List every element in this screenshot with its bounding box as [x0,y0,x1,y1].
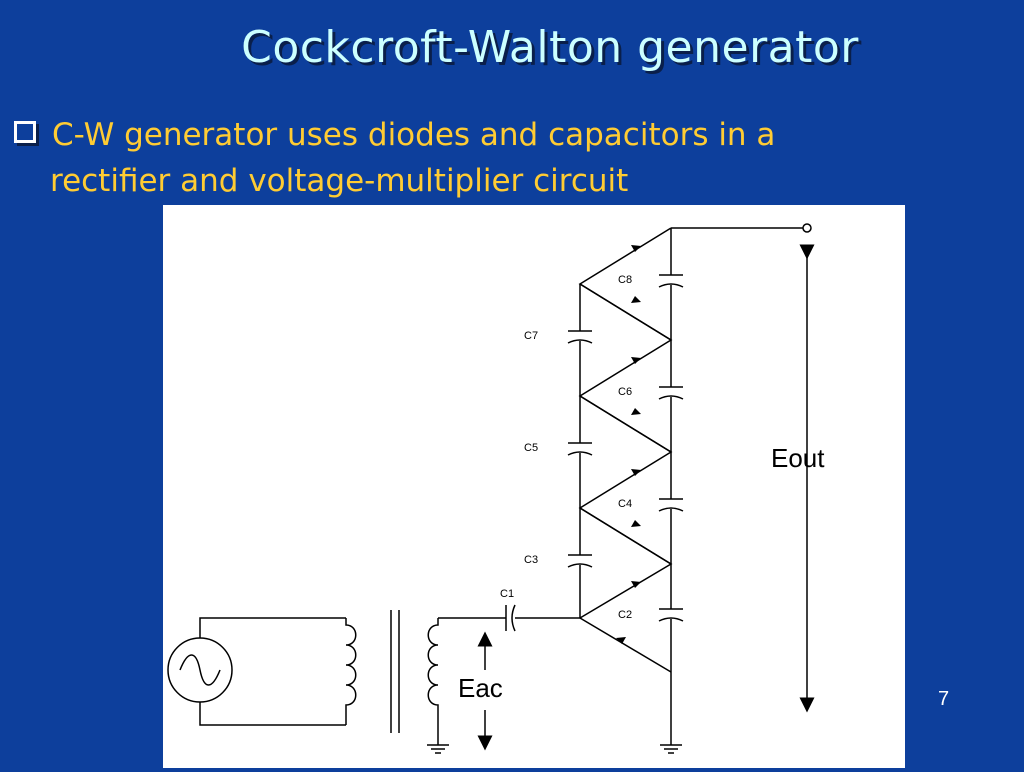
diode-icon [631,408,641,415]
source-bottom-wire [199,702,346,726]
label-c4: C4 [618,498,632,510]
label-eac: Eac [458,673,503,703]
circuit-diagram-panel: C1 C2 C3 C4 C5 C6 C7 C8 Eac Eout [163,205,905,768]
diode-chain-bottom [579,617,672,673]
diode-chain-up [578,227,673,619]
bullet-point: C-W generator uses diodes and capacitors… [14,112,1004,204]
diode-icon [631,581,641,588]
label-c3: C3 [524,554,538,566]
cockcroft-walton-circuit: C1 C2 C3 C4 C5 C6 C7 C8 Eac Eout [167,223,825,754]
checkbox-bullet-icon [14,121,36,143]
diode-icon [631,296,641,303]
sine-wave-icon [179,654,221,686]
bullet-line-2: rectifier and voltage-multiplier circuit [50,163,629,199]
label-c6: C6 [618,386,632,398]
output-terminal-icon [802,223,812,233]
label-c2: C2 [618,609,632,621]
label-c1: C1 [500,588,514,600]
label-eout: Eout [771,443,825,473]
diode-icon [631,245,641,252]
source-top-wire [199,617,346,638]
ground-left-icon [427,738,449,754]
diode-icon [616,637,626,644]
secondary-coil-icon [427,618,439,738]
diode-icon [631,469,641,476]
primary-coil-icon [345,618,357,725]
bullet-line-1: C-W generator uses diodes and capacitors… [52,117,776,153]
slide-title: Cockcroft-Walton generator [241,22,859,73]
diode-icon [631,520,641,527]
diode-icon [631,357,641,364]
label-c5: C5 [524,442,538,454]
label-c7: C7 [524,330,538,342]
ground-right-icon [660,738,682,754]
label-c8: C8 [618,274,632,286]
slide-number: 7 [938,688,950,710]
bullet-text: C-W generator uses diodes and capacitors… [14,112,1004,204]
